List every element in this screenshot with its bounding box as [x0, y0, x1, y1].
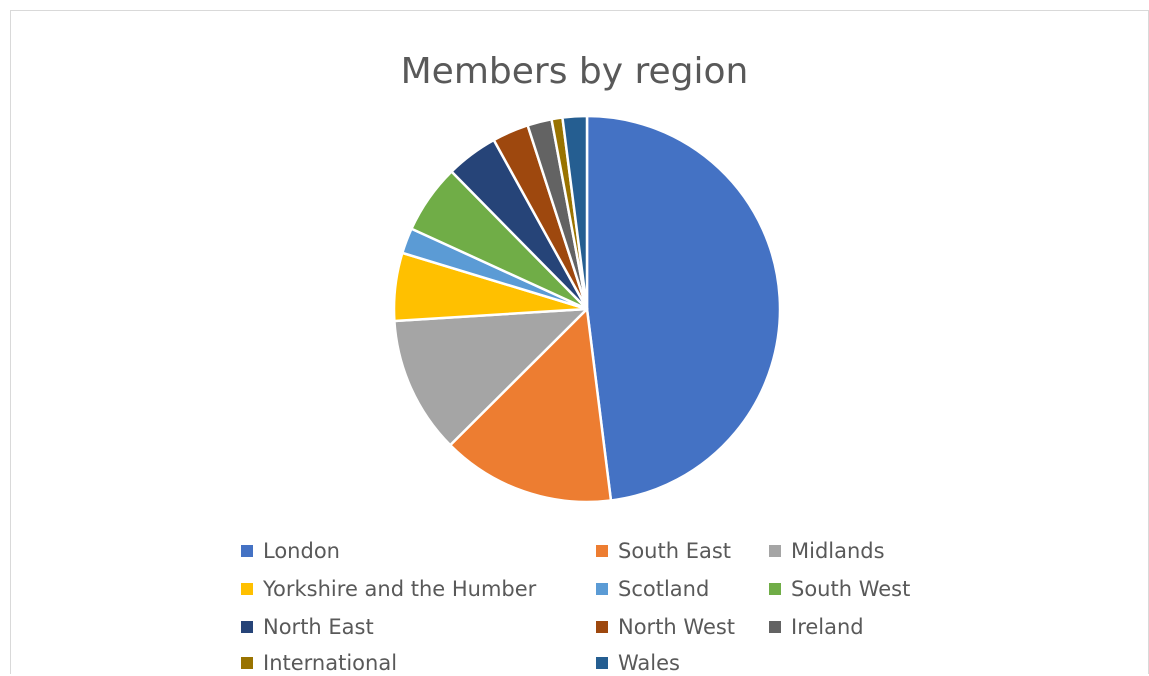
- pie-slice-south-east: [448, 307, 613, 504]
- pie-slice-midlands: [393, 307, 589, 447]
- pie-slice-london: [585, 114, 782, 502]
- pie-slice-wales: [561, 114, 589, 311]
- chart-title: Members by region: [400, 51, 749, 92]
